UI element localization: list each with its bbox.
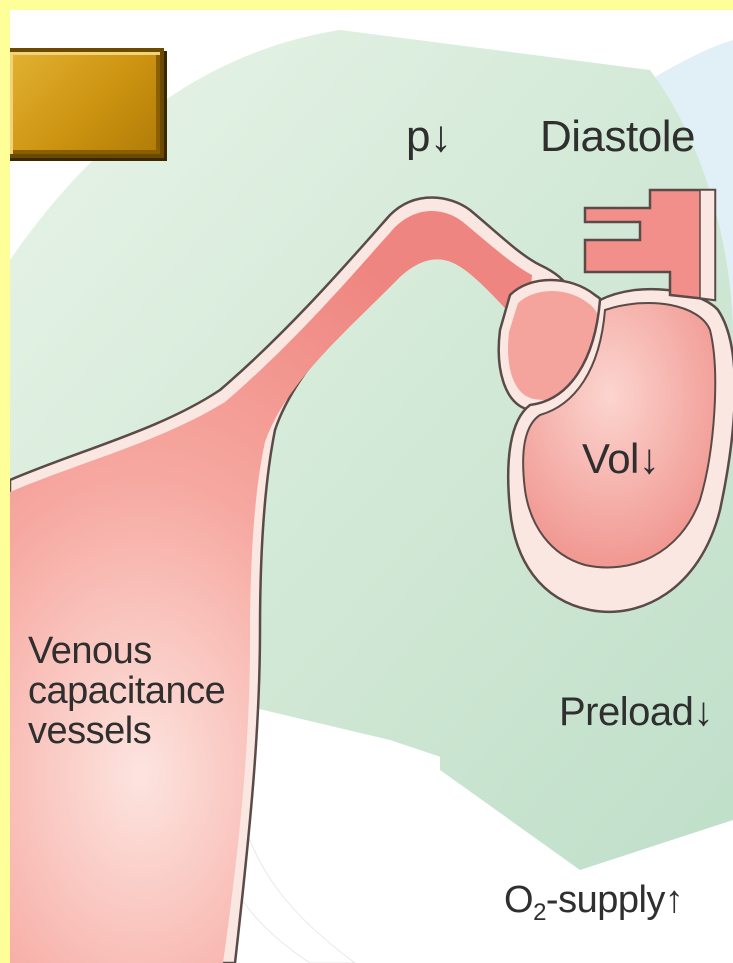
pressure-label: p↓ <box>406 112 451 162</box>
gold-nav-button[interactable] <box>10 48 164 158</box>
diastole-label: Diastole <box>540 112 695 162</box>
aorta-wall <box>700 190 715 300</box>
o2-suffix: -supply↑ <box>546 879 684 921</box>
o2-supply-label: O2-supply↑ <box>504 879 683 927</box>
diagram-stage: p↓ Diastole Vol↓ Venous capacitance vess… <box>10 10 733 963</box>
volume-label: Vol↓ <box>582 435 659 483</box>
venous-line-2: capacitance <box>28 671 225 711</box>
venous-line-1: Venous <box>28 631 225 671</box>
o2-subscript: 2 <box>533 899 546 926</box>
venous-line-3: vessels <box>28 711 225 751</box>
preload-label: Preload↓ <box>559 690 713 735</box>
o2-prefix: O <box>504 879 533 921</box>
venous-capacitance-label: Venous capacitance vessels <box>28 631 225 751</box>
